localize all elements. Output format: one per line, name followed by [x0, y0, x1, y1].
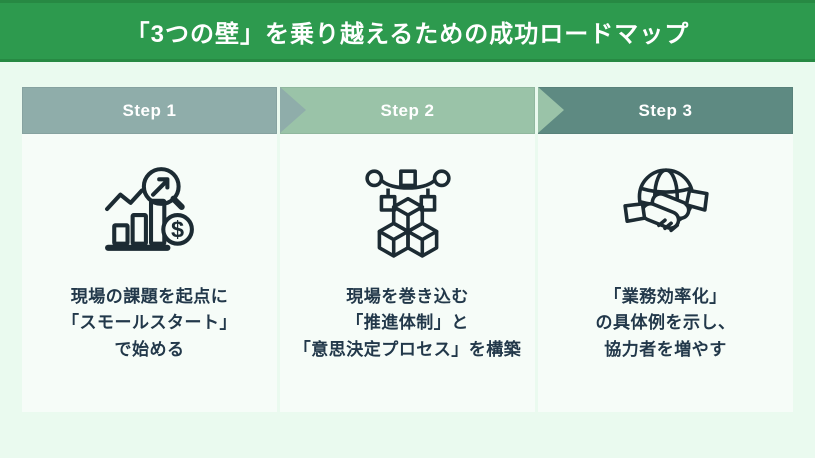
text-line: 「業務効率化」	[604, 287, 727, 306]
step-3-card: 「業務効率化」 の具体例を示し、 協力者を増やす	[538, 134, 793, 412]
step-2-banner: Step 2	[280, 87, 564, 134]
step-3-banner: Step 3	[538, 87, 793, 134]
step-3-description: 「業務効率化」 の具体例を示し、 協力者を増やす	[596, 284, 736, 363]
step-1-card: $ 現場の課題を起点に 「スモールスタート」 で始める	[22, 134, 277, 412]
globe-handshake-icon	[622, 168, 709, 233]
step-2-column: Step 2	[280, 87, 564, 412]
step-3-icon-area	[614, 164, 718, 258]
step-3-label: Step 3	[638, 100, 693, 120]
step-1-arrow-icon	[280, 87, 306, 133]
step-2-icon-area	[356, 164, 460, 258]
step-1-column: Step 1 $	[22, 87, 306, 412]
step-2-label: Step 2	[380, 100, 435, 120]
text-line: の具体例を示し、	[595, 313, 736, 333]
step-3-column: Step 3	[538, 87, 793, 412]
text-line: 「意思決定プロセス」を構築	[293, 339, 522, 359]
text-line: 「推進体制」と	[346, 313, 469, 333]
svg-text:$: $	[171, 217, 184, 243]
step-1-icon-area: $	[98, 164, 202, 258]
step-2-arrow-icon	[538, 87, 564, 133]
title-banner: 「3つの壁」を乗り越えるための成功ロードマップ	[0, 0, 815, 62]
text-line: 「スモールスタート」	[62, 313, 237, 333]
roadmap: Step 1 $	[22, 87, 793, 412]
step-1-banner: Step 1	[22, 87, 306, 134]
text-line: 協力者を増やす	[604, 339, 727, 359]
step-2-card: 現場を巻き込む 「推進体制」と 「意思決定プロセス」を構築	[280, 134, 535, 412]
chart-growth-magnifier-dollar-icon: $	[104, 167, 194, 251]
step-2-description: 現場を巻き込む 「推進体制」と 「意思決定プロセス」を構築	[294, 284, 522, 363]
step-1-description: 現場の課題を起点に 「スモールスタート」 で始める	[62, 284, 237, 363]
text-line: 現場の課題を起点に	[70, 287, 229, 306]
text-line: で始める	[114, 339, 185, 359]
modular-cubes-structure-icon	[364, 169, 451, 258]
text-line: 現場を巻き込む	[346, 287, 469, 306]
step-1-label: Step 1	[122, 100, 177, 120]
page-title: 「3つの壁」を乗り越えるための成功ロードマップ	[125, 20, 690, 48]
